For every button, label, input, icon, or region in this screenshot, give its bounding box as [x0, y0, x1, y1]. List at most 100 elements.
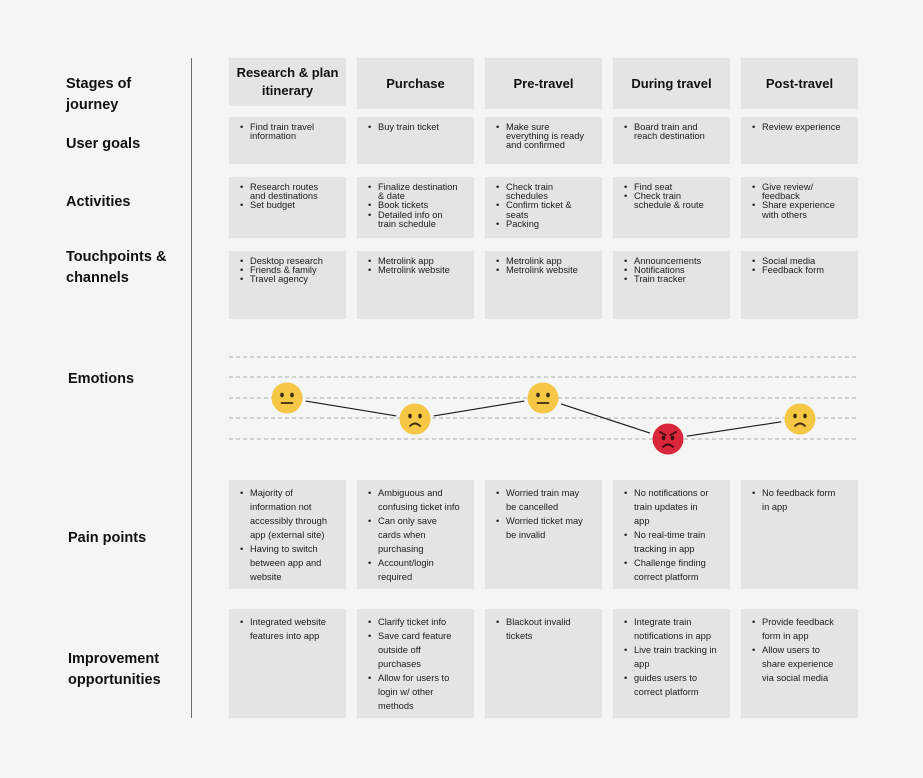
- bullet-list: Social mediaFeedback form: [750, 256, 852, 275]
- improvements-cell: Blackout invalid tickets: [485, 609, 602, 718]
- list-item: Share experience with others: [750, 201, 852, 220]
- list-item: Find seat: [622, 182, 724, 192]
- list-item: Metrolink website: [494, 265, 596, 275]
- stage-header: Post-travel: [741, 58, 858, 109]
- list-item: Give review/ feedback: [750, 182, 852, 201]
- list-item: Provide feedback form in app: [750, 615, 852, 643]
- list-item: Announcements: [622, 256, 724, 266]
- activities-cell: Finalize destination & dateBook ticketsD…: [357, 177, 474, 238]
- touchpoints-cell: Metrolink appMetrolink website: [485, 251, 602, 319]
- emotion-line: [560, 403, 651, 434]
- activities-cell: Find seatCheck train schedule & route: [613, 177, 730, 238]
- row-label-user-goals: User goals: [66, 136, 141, 152]
- bullet-list: Blackout invalid tickets: [494, 615, 596, 643]
- list-item: Friends & family: [238, 265, 340, 275]
- angry-face-icon: [652, 423, 684, 455]
- improvements-cell: Clarify ticket infoSave card feature out…: [357, 609, 474, 718]
- list-item: Feedback form: [750, 265, 852, 275]
- improvements-cell: Integrate train notifications in appLive…: [613, 609, 730, 718]
- pain-points-cell: No feedback form in app: [741, 480, 858, 589]
- list-item: Clarify ticket info: [366, 615, 468, 629]
- list-item: Confirm ticket & seats: [494, 201, 596, 220]
- list-item: Challenge finding correct platform: [622, 556, 724, 584]
- bullet-list: Worried train may be cancelledWorried ti…: [494, 486, 596, 542]
- list-item: Buy train ticket: [366, 122, 468, 132]
- activities-cell: Check train schedulesConfirm ticket & se…: [485, 177, 602, 238]
- row-label-activities: Activities: [66, 194, 131, 210]
- pain-points-cell: Majority of information not accessibly t…: [229, 480, 346, 589]
- bullet-list: Review experience: [750, 122, 852, 132]
- list-item: Find train travel information: [238, 122, 340, 141]
- stage-header: Purchase: [357, 58, 474, 109]
- goals-cell: Buy train ticket: [357, 117, 474, 164]
- list-item: Ambiguous and confusing ticket info: [366, 486, 468, 514]
- row-label-pain-points: Pain points: [68, 530, 147, 546]
- goals-cell: Review experience: [741, 117, 858, 164]
- pain-points-cell: Worried train may be cancelledWorried ti…: [485, 480, 602, 589]
- bullet-list: Integrated website features into app: [238, 615, 340, 643]
- bullet-list: Make sure everything is ready and confir…: [494, 122, 596, 151]
- bullet-list: Check train schedulesConfirm ticket & se…: [494, 182, 596, 229]
- neutral-face-icon: [527, 382, 559, 414]
- list-item: Can only save cards when purchasing: [366, 514, 468, 556]
- list-item: Detailed info on train schedule: [366, 210, 468, 229]
- touchpoints-cell: AnnouncementsNotificationsTrain tracker: [613, 251, 730, 319]
- bullet-list: AnnouncementsNotificationsTrain tracker: [622, 256, 724, 285]
- list-item: Make sure everything is ready and confir…: [494, 122, 596, 151]
- bullet-list: Give review/ feedbackShare experience wi…: [750, 182, 852, 220]
- activities-cell: Give review/ feedbackShare experience wi…: [741, 177, 858, 238]
- worried-face-icon: [784, 403, 816, 435]
- bullet-list: Desktop researchFriends & familyTravel a…: [238, 256, 340, 285]
- list-item: Blackout invalid tickets: [494, 615, 596, 643]
- list-item: Metrolink app: [494, 256, 596, 266]
- bullet-list: Clarify ticket infoSave card feature out…: [366, 615, 468, 713]
- emotion-line: [305, 400, 397, 417]
- list-item: Board train and reach destination: [622, 122, 724, 141]
- list-item: Having to switch between app and website: [238, 542, 340, 584]
- bullet-list: No feedback form in app: [750, 486, 852, 514]
- list-item: Train tracker: [622, 275, 724, 285]
- bullet-list: Finalize destination & dateBook ticketsD…: [366, 182, 468, 229]
- list-item: Social media: [750, 256, 852, 266]
- bullet-list: Provide feedback form in appAllow users …: [750, 615, 852, 685]
- bullet-list: Ambiguous and confusing ticket infoCan o…: [366, 486, 468, 584]
- row-label-stages: Stages of journey: [66, 76, 132, 113]
- list-item: Worried train may be cancelled: [494, 486, 596, 514]
- goals-cell: Find train travel information: [229, 117, 346, 164]
- list-item: Notifications: [622, 265, 724, 275]
- touchpoints-cell: Metrolink appMetrolink website: [357, 251, 474, 319]
- touchpoints-cell: Desktop researchFriends & familyTravel a…: [229, 251, 346, 319]
- list-item: Majority of information not accessibly t…: [238, 486, 340, 542]
- pain-points-cell: Ambiguous and confusing ticket infoCan o…: [357, 480, 474, 589]
- list-item: Review experience: [750, 122, 852, 132]
- neutral-face-icon: [271, 382, 303, 414]
- list-item: No real-time train tracking in app: [622, 528, 724, 556]
- list-item: Check train schedule & route: [622, 191, 724, 210]
- bullet-list: Metrolink appMetrolink website: [366, 256, 468, 275]
- list-item: Save card feature outside off purchases: [366, 629, 468, 671]
- emotion-line: [686, 421, 782, 437]
- stage-header: Research & plan itinerary: [229, 58, 346, 106]
- bullet-list: Find seatCheck train schedule & route: [622, 182, 724, 211]
- pain-points-cell: No notifications or train updates in app…: [613, 480, 730, 589]
- list-item: Finalize destination & date: [366, 182, 468, 201]
- list-item: Check train schedules: [494, 182, 596, 201]
- goals-cell: Make sure everything is ready and confir…: [485, 117, 602, 164]
- row-label-emotions: Emotions: [68, 371, 135, 387]
- list-item: Account/login required: [366, 556, 468, 584]
- list-item: Live train tracking in app: [622, 643, 724, 671]
- bullet-list: Board train and reach destination: [622, 122, 724, 141]
- improvements-cell: Provide feedback form in appAllow users …: [741, 609, 858, 718]
- list-item: Allow users to share experience via soci…: [750, 643, 852, 685]
- list-item: Desktop research: [238, 256, 340, 266]
- activities-cell: Research routes and destinationsSet budg…: [229, 177, 346, 238]
- bullet-list: Majority of information not accessibly t…: [238, 486, 340, 584]
- list-item: Integrate train notifications in app: [622, 615, 724, 643]
- touchpoints-cell: Social mediaFeedback form: [741, 251, 858, 319]
- bullet-list: Buy train ticket: [366, 122, 468, 132]
- list-item: Worried ticket may be invalid: [494, 514, 596, 542]
- list-item: Metrolink website: [366, 265, 468, 275]
- stage-header: During travel: [613, 58, 730, 109]
- worried-face-icon: [399, 403, 431, 435]
